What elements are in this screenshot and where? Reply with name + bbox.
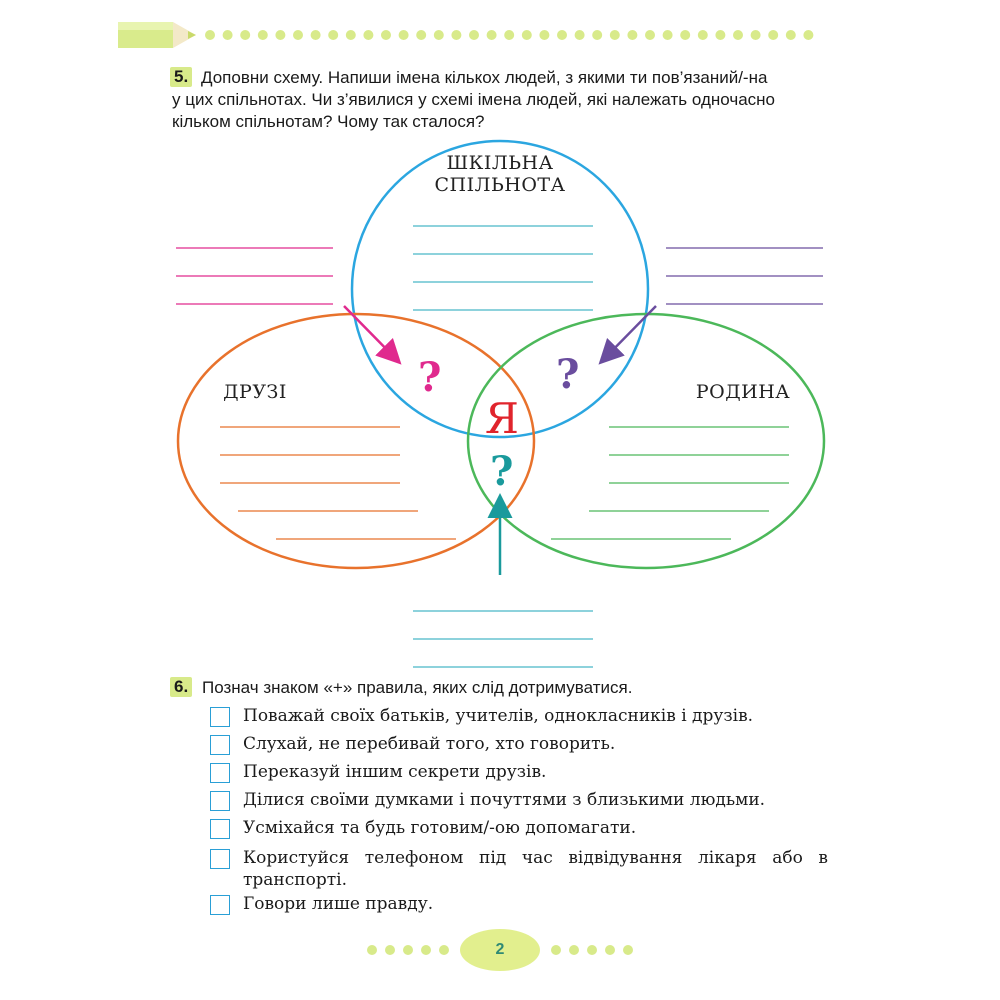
header-dot [733,30,743,40]
school-label-1: ШКІЛЬНА [446,152,554,174]
task-number-6: 6. [170,677,193,697]
header-dot [627,30,638,40]
header-dot [504,30,515,40]
footer-dot [367,945,377,955]
friends-write-lines[interactable] [220,426,456,540]
pencil-icon [118,22,196,48]
header-dot [240,30,251,40]
header-dot [345,30,356,40]
task5-line-1: Доповни схему. Напиши імена кількох люде… [201,68,768,87]
family-write-lines[interactable] [551,426,789,540]
header-dot [293,30,303,40]
rule-text-5: Усміхайся та будь готовим/-ою допомагати… [243,818,637,838]
task6-instruction: Познач знаком «+» правила, яких слід дот… [202,678,633,697]
rule-checkbox-1[interactable] [210,707,230,727]
question-mark-pink: ? [418,354,442,401]
center-ya-label: Я [485,394,519,443]
school-label-2: СПІЛЬНОТА [434,174,566,196]
header-dot [557,30,567,40]
header-dot [363,30,374,40]
task5-line-2: у цих спільнотах. Чи з’явилися у схемі і… [172,90,775,109]
header-dot [433,30,444,40]
footer-dot [385,945,395,955]
footer-dot [551,945,561,955]
header-dot [469,30,479,40]
footer-dotted-line [367,945,633,955]
header-dot [715,30,726,40]
friends-label: ДРУЗІ [223,381,287,403]
header-dot [205,30,215,40]
header-dot [275,30,286,40]
rule-checkbox-6[interactable] [210,849,230,869]
school-circle [350,139,650,439]
rule-text-4: Ділися своїми думками і почуттями з близ… [243,790,766,810]
header-dot [750,30,761,40]
header-dot [592,30,603,40]
header-dot [680,30,691,40]
header-dot [257,30,268,40]
family-label: РОДИНА [695,381,791,403]
header-dot [768,30,779,40]
left-write-lines[interactable] [176,247,333,305]
footer-dot [605,945,615,955]
header-decoration [118,22,814,48]
task-number-5: 5. [170,67,193,87]
rule-checkbox-3[interactable] [210,763,230,783]
header-dot [416,30,427,40]
rule-checkbox-4[interactable] [210,791,230,811]
footer-dot [569,945,579,955]
task5-line-3: кільком спільнотам? Чому так сталося? [172,112,485,131]
header-dot [697,30,708,40]
header-dot [662,30,673,40]
school-write-lines[interactable] [413,225,593,311]
header-dot [521,30,532,40]
family-ellipse [466,312,826,570]
header-dot [222,30,233,40]
header-dot [574,30,585,40]
header-dot [785,30,796,40]
right-write-lines[interactable] [666,247,823,305]
header-dot [539,30,550,40]
rule-checkbox-5[interactable] [210,819,230,839]
dotted-line [205,30,814,40]
header-dot [486,30,497,40]
header-dot [803,30,814,40]
footer-dot [587,945,597,955]
footer-dot [623,945,633,955]
rule-checkbox-7[interactable] [210,895,230,915]
header-dot [381,30,391,40]
footer-decoration [367,945,633,955]
header-dot [451,30,462,40]
arrow-pink [343,305,402,365]
rule-text-1: Поважай своїх батьків, учителів, однокла… [243,706,754,726]
rule-text-7: Говори лише правду. [243,894,434,914]
rule-text-6: Користуйся телефоном під час відвідуванн… [243,848,828,890]
header-dot [310,30,321,40]
header-dot [328,30,339,40]
arrow-purple [598,305,657,365]
rule-checkbox-2[interactable] [210,735,230,755]
page-number: 2 [460,929,540,971]
question-mark-teal: ? [490,448,514,495]
question-mark-purple: ? [556,351,580,398]
header-dot [609,30,620,40]
footer-dot [421,945,431,955]
rule-text-3: Переказуй іншим секрети друзів. [243,762,547,782]
header-dot [398,30,409,40]
rule-text-2: Слухай, не перебивай того, хто говорить. [243,734,616,754]
footer-dot [403,945,413,955]
bottom-write-lines[interactable] [413,610,593,668]
footer-dot [439,945,449,955]
header-dot [645,30,655,40]
friends-ellipse [176,312,536,570]
